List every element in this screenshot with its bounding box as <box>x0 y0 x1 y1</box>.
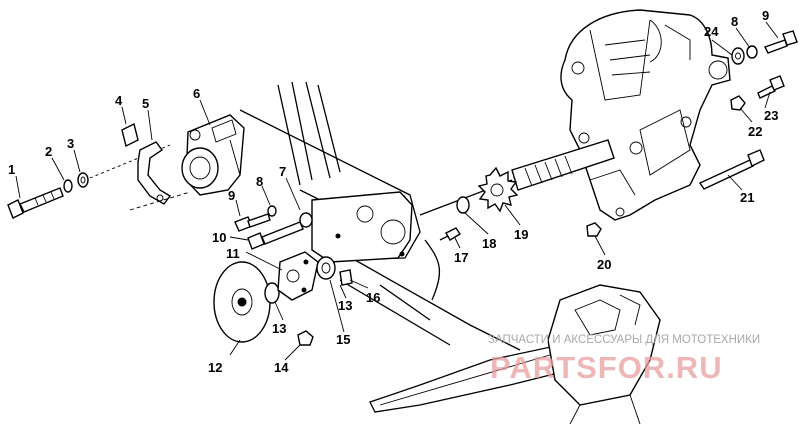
belt-guard <box>547 284 661 424</box>
decal <box>121 122 139 148</box>
mounting-plate <box>311 191 413 263</box>
watermark-tagline: ЗАПЧАСТИ И АКСЕССУАРЫ ДЛЯ МОТОТЕХНИКИ <box>488 334 760 346</box>
bushing-7 <box>299 212 313 228</box>
spacer-13-left <box>264 282 280 304</box>
callout-23: 23 <box>764 108 778 123</box>
bolt-10 <box>247 221 304 250</box>
callout-5: 5 <box>142 96 149 111</box>
callout-15: 15 <box>336 332 350 347</box>
callout-12: 12 <box>208 360 222 375</box>
spacer-washer <box>456 196 470 214</box>
callout-9-upper: 9 <box>762 8 769 23</box>
lock-washer-2 <box>63 179 73 193</box>
washer-8-upper <box>746 45 758 59</box>
nut-14 <box>297 330 314 346</box>
watermark: ЗАПЧАСТИ И АКСЕССУАРЫ ДЛЯ МОТОТЕХНИКИ PA… <box>488 334 760 385</box>
gear-case <box>560 9 731 221</box>
bushing-16 <box>339 269 353 286</box>
drive-clutch <box>213 261 271 343</box>
callout-3: 3 <box>67 136 74 151</box>
watermark-logo: PARTSFOR.RU <box>490 350 723 385</box>
callout-16: 16 <box>366 290 380 305</box>
callout-18: 18 <box>482 236 496 251</box>
callout-21: 21 <box>740 190 754 205</box>
main-bolt <box>7 187 64 219</box>
tension-spring <box>424 239 441 301</box>
callout-14: 14 <box>274 360 289 375</box>
callout-1: 1 <box>8 162 15 177</box>
callout-13-left: 13 <box>272 321 286 336</box>
callout-19: 19 <box>514 227 528 242</box>
callout-8: 8 <box>256 174 263 189</box>
callout-22: 22 <box>748 124 762 139</box>
callout-24: 24 <box>704 24 719 39</box>
callout-2: 2 <box>45 144 52 159</box>
clip-17 <box>439 227 461 241</box>
callout-6: 6 <box>193 86 200 101</box>
nut-20 <box>586 222 602 237</box>
bolt-23 <box>757 75 785 99</box>
callout-20: 20 <box>597 257 611 272</box>
bolt-9-upper <box>764 30 798 54</box>
nut-22 <box>730 95 746 111</box>
leader-lines <box>15 21 779 361</box>
bearing-15 <box>316 256 336 280</box>
washer-8-middle <box>267 205 277 217</box>
long-bolt <box>698 149 765 190</box>
bracket <box>137 141 172 205</box>
drive-shaft <box>419 139 615 216</box>
plate-11 <box>277 251 319 301</box>
callout-8-upper: 8 <box>731 14 738 29</box>
callout-10: 10 <box>212 230 226 245</box>
callout-9: 9 <box>228 188 235 203</box>
callout-4: 4 <box>115 93 123 108</box>
idler-pulley <box>181 114 245 196</box>
callout-7: 7 <box>279 164 286 179</box>
washer-24 <box>731 47 745 65</box>
callout-13-right: 13 <box>338 298 352 313</box>
flat-washer-3 <box>77 172 89 188</box>
callout-11: 11 <box>226 246 240 261</box>
drive-sprocket <box>477 166 519 213</box>
callout-17: 17 <box>454 250 468 265</box>
bolt-9-middle <box>234 213 271 232</box>
